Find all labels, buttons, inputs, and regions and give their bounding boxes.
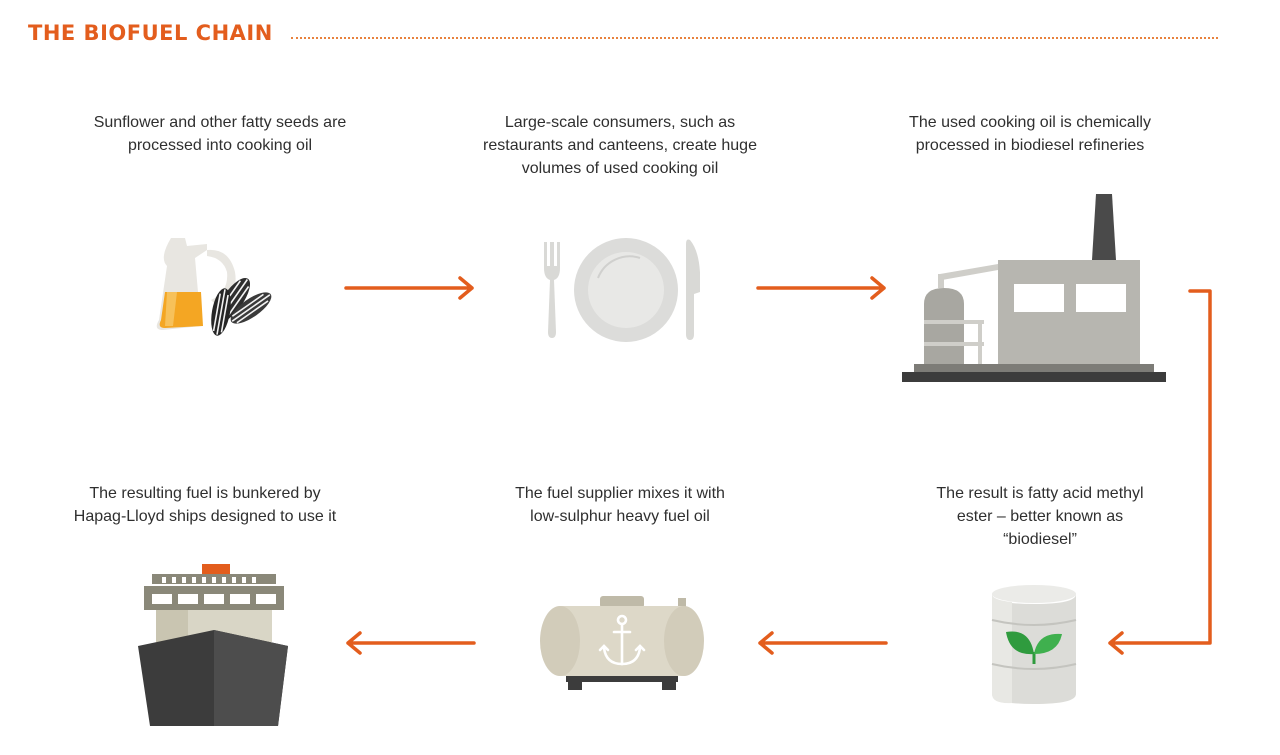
title-dotted-rule: [290, 37, 1218, 39]
arrow-step1-to-step2: [344, 276, 474, 300]
page-title: THE BIOFUEL CHAIN: [28, 21, 273, 45]
plate-cutlery-icon: [544, 238, 700, 342]
step-3-caption: The used cooking oil is chemically proce…: [909, 114, 1151, 154]
arrow-step2-to-step3: [756, 276, 886, 300]
arrow-step3-to-step4: [1108, 289, 1212, 655]
arrow-step5-to-step6: [346, 631, 476, 655]
step-6-caption: The resulting fuel is bunkered by Hapag-…: [73, 485, 337, 525]
arrow-step4-to-step5: [758, 631, 888, 655]
fuel-tank-anchor-icon: [540, 596, 704, 690]
biodiesel-barrel-icon: [991, 585, 1077, 704]
step-2-caption: Large-scale consumers, such as restauran…: [483, 114, 757, 177]
step-5-caption: The fuel supplier mixes it with low-sulp…: [515, 485, 725, 525]
refinery-factory-icon: [902, 194, 1166, 382]
header: THE BIOFUEL CHAIN: [28, 18, 1218, 48]
oil-jug-sunflower-seeds-icon: [156, 238, 272, 336]
step-4-caption: The result is fatty acid methyl ester – …: [936, 485, 1144, 548]
step-1-caption: Sunflower and other fatty seeds are proc…: [93, 114, 347, 154]
container-ship-icon: [138, 564, 288, 726]
